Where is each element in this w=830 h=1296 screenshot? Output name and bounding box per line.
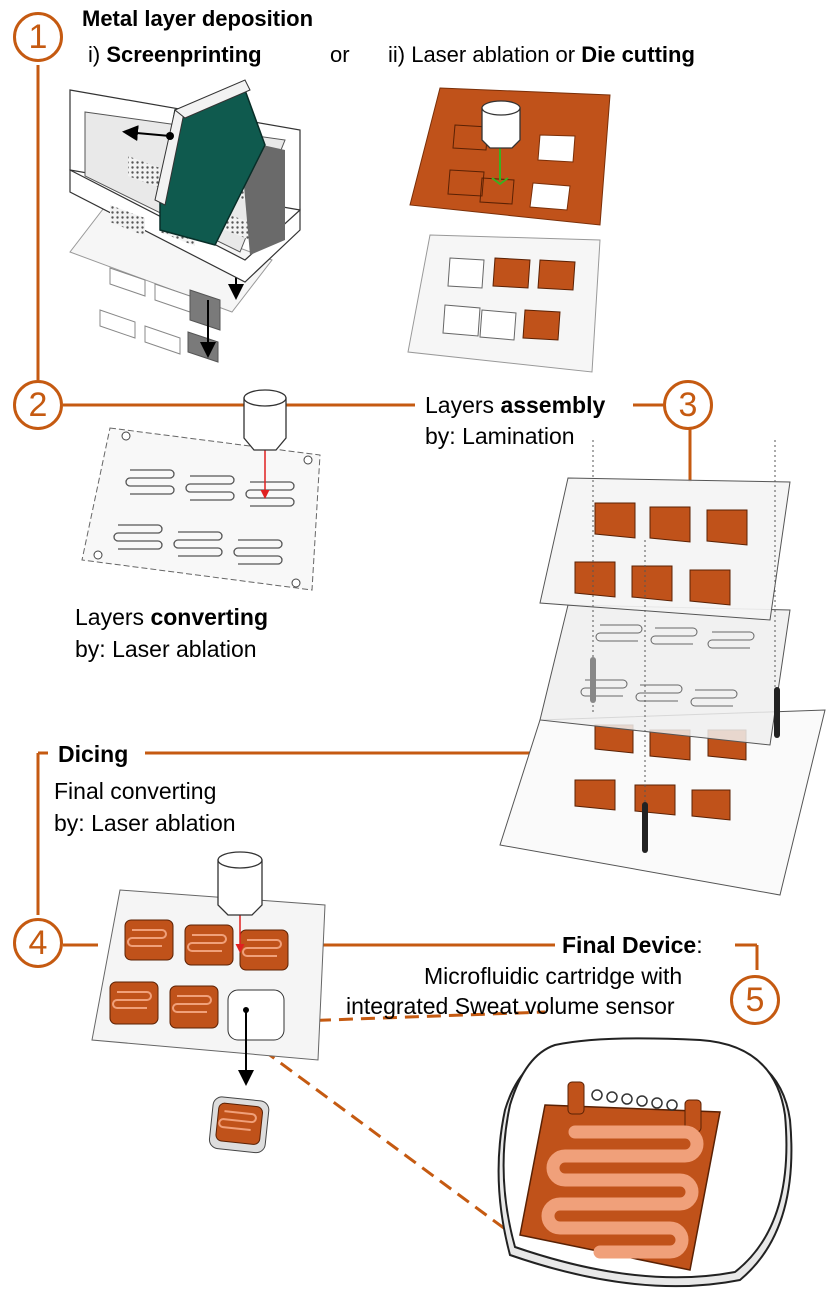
assembly-stack-illustration	[499, 440, 826, 896]
step-5-line-1: Microfluidic cartridge with	[424, 963, 683, 989]
die-cutting-illustration	[407, 87, 611, 373]
step-3-line-2: by: Lamination	[425, 423, 575, 449]
step-4-line-2: by: Laser ablation	[54, 810, 236, 836]
option-die-cutting: ii) Laser ablation or Die cutting	[388, 42, 695, 67]
step-5-line-2: integrated Sweat volume sensor	[346, 993, 675, 1019]
step-4-badge: 4	[13, 918, 63, 968]
converting-sheet-illustration	[81, 389, 321, 591]
step-2-line-2: by: Laser ablation	[75, 636, 257, 662]
step-3-line-1: Layers assembly	[425, 392, 606, 418]
or-label: or	[330, 42, 350, 67]
option-screenprinting: i) Screenprinting	[88, 42, 262, 67]
step-3-badge: 3	[663, 380, 713, 430]
option-1-bold: Screenprinting	[106, 42, 262, 67]
step-3-bold: assembly	[500, 392, 606, 418]
final-device-illustration	[497, 1037, 793, 1288]
step-1-badge: 1	[13, 12, 63, 62]
option-2-prefix: ii) Laser ablation or	[388, 42, 582, 67]
step-2-line-1: Layers converting	[75, 604, 269, 630]
dicing-sheet-illustration	[91, 851, 326, 1154]
step-5-bold: Final Device	[562, 932, 697, 958]
screenprinting-illustration	[69, 79, 301, 363]
step-5-title: Final Device:	[562, 932, 703, 958]
step-1-title: Metal layer deposition	[82, 6, 314, 31]
step-5-badge: 5	[730, 975, 780, 1025]
step-2-badge: 2	[13, 380, 63, 430]
step-3-prefix: Layers	[425, 392, 501, 418]
step-2-prefix: Layers	[75, 604, 151, 630]
option-1-prefix: i)	[88, 42, 107, 67]
option-2-bold: Die cutting	[581, 42, 695, 67]
step-5-colon: :	[696, 932, 703, 958]
step-2-bold: converting	[150, 604, 269, 630]
step-4-line-1: Final converting	[54, 778, 217, 804]
step-4-title: Dicing	[58, 741, 129, 767]
